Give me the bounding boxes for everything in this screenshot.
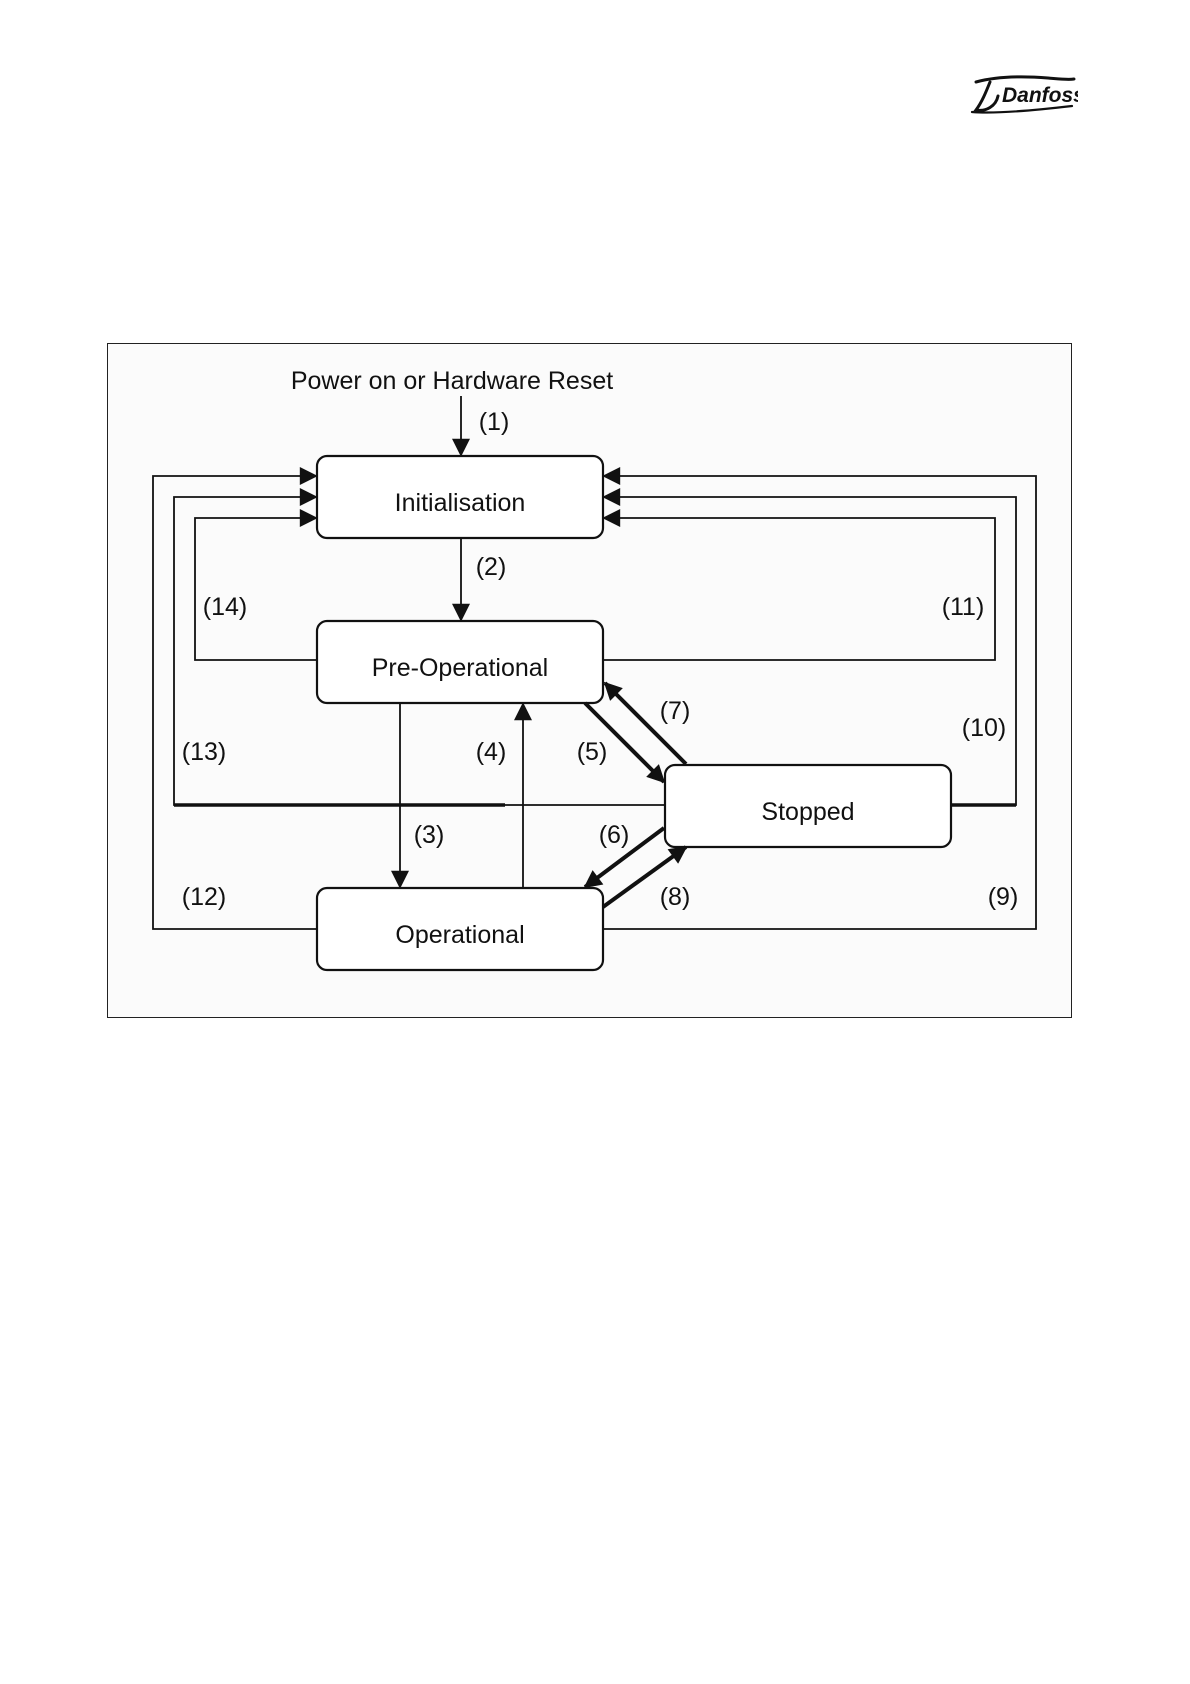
power-on-label: Power on or Hardware Reset xyxy=(291,367,613,395)
label-t10: (10) xyxy=(962,714,1006,742)
label-t4: (4) xyxy=(476,738,507,766)
label-t3: (3) xyxy=(414,821,445,849)
state-initialisation-label: Initialisation xyxy=(395,489,526,517)
label-t14: (14) xyxy=(203,593,247,621)
label-t8: (8) xyxy=(660,883,691,911)
arrow-12 xyxy=(153,476,317,929)
state-stopped-label: Stopped xyxy=(761,798,854,826)
arrow-11 xyxy=(603,518,995,660)
label-t7: (7) xyxy=(660,697,691,725)
label-t13: (13) xyxy=(182,738,226,766)
arrow-14 xyxy=(195,518,317,660)
label-t5: (5) xyxy=(577,738,608,766)
label-t2: (2) xyxy=(476,553,507,581)
label-t9: (9) xyxy=(988,883,1019,911)
state-operational-label: Operational xyxy=(395,921,524,949)
label-t12: (12) xyxy=(182,883,226,911)
state-pre-operational-label: Pre-Operational xyxy=(372,654,548,682)
label-t1: (1) xyxy=(479,408,510,436)
label-t11: (11) xyxy=(942,593,985,621)
label-t6: (6) xyxy=(599,821,630,849)
arrow-10 xyxy=(604,497,1016,805)
